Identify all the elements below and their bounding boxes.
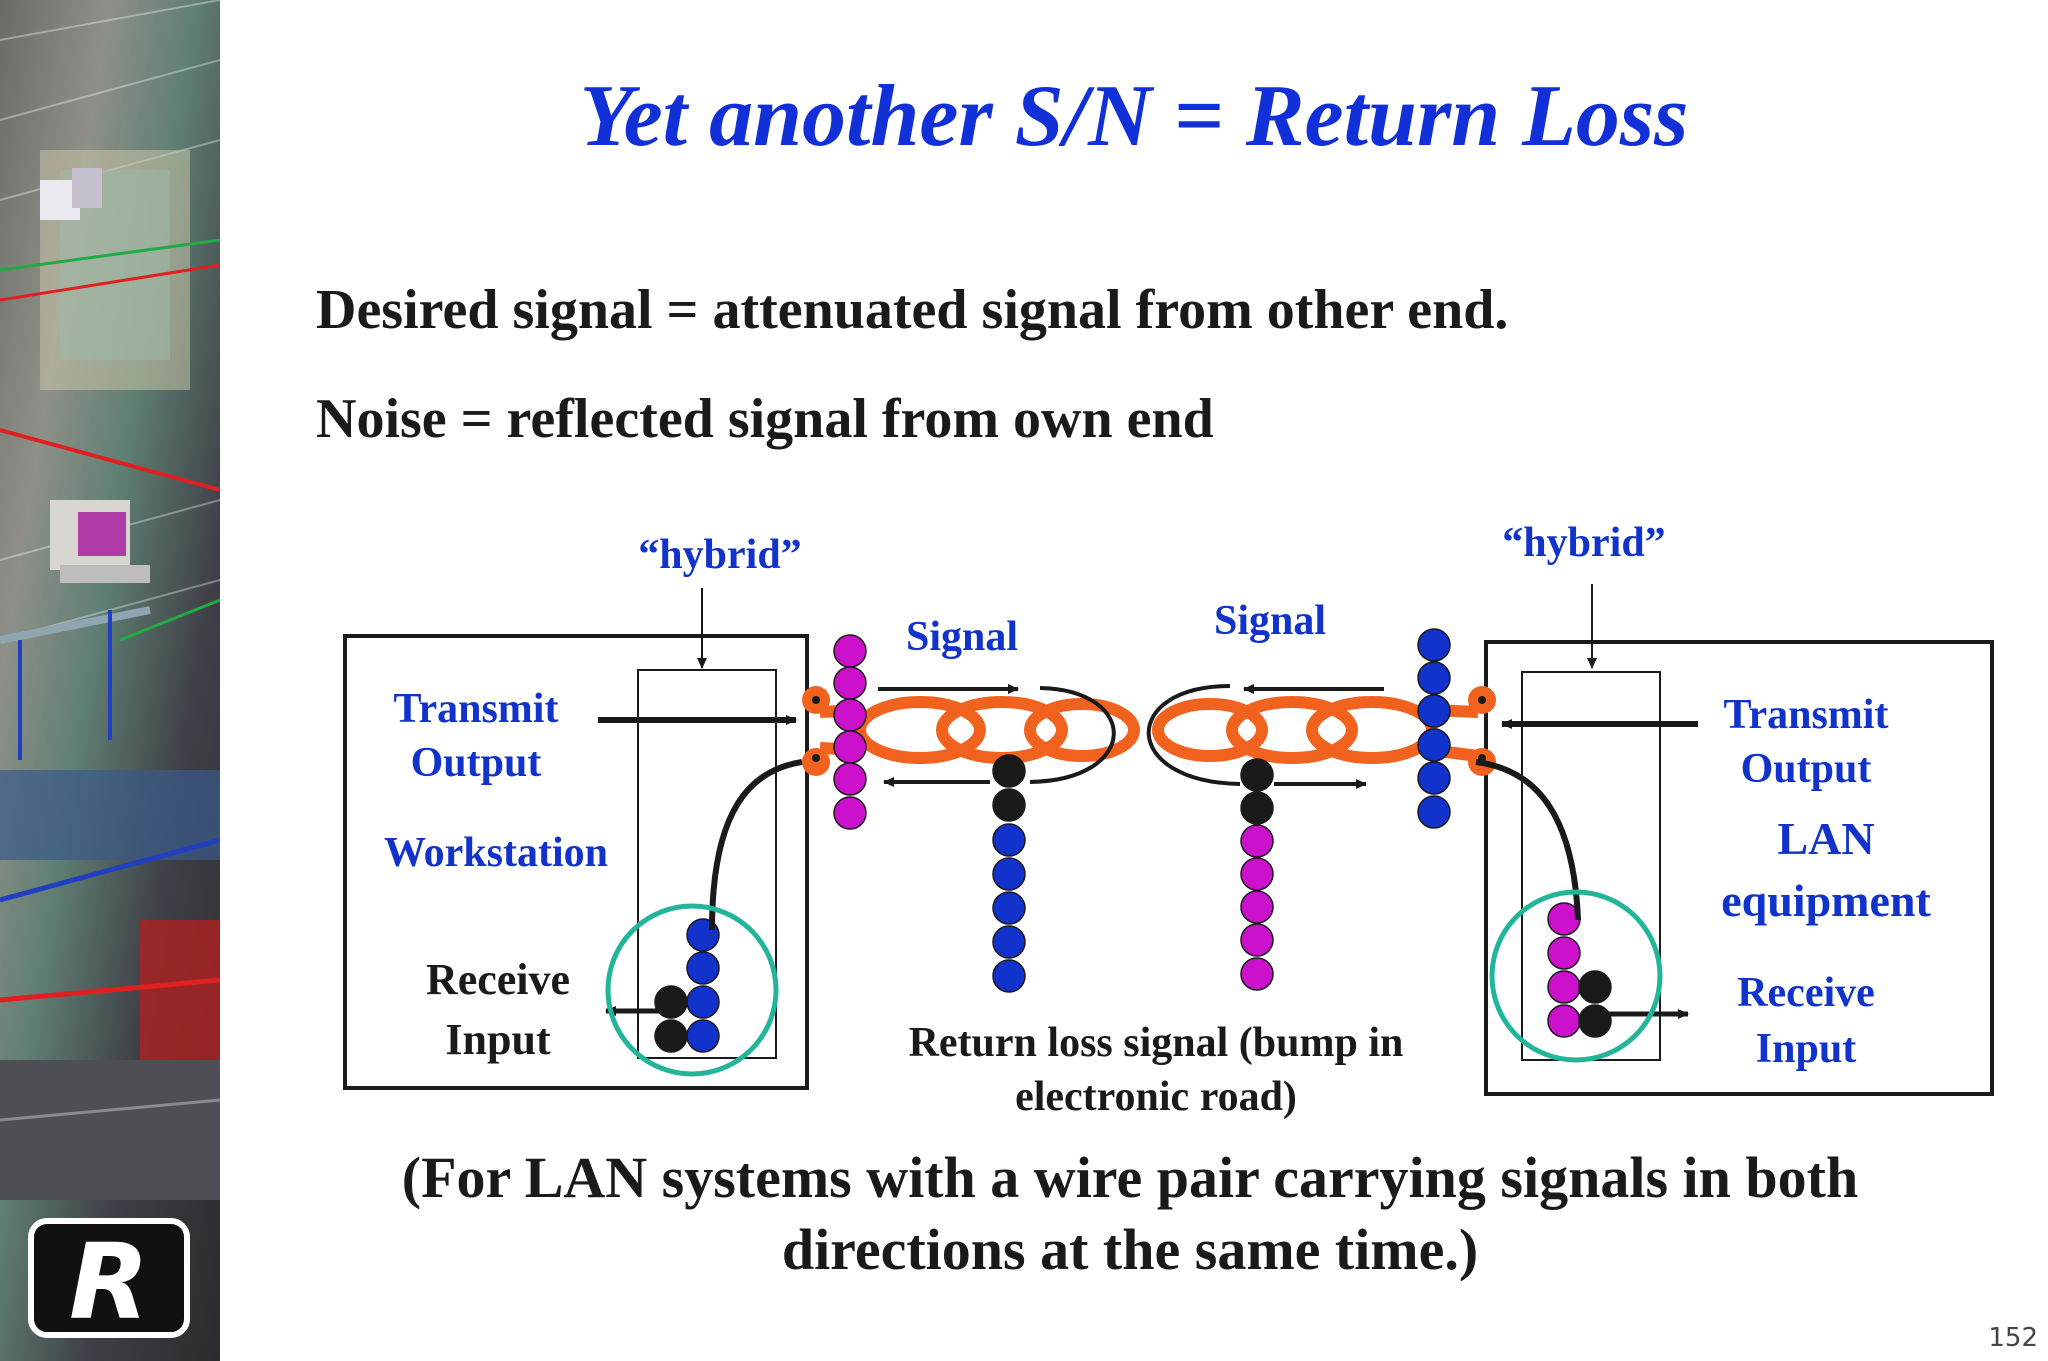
r-logo: R xyxy=(28,1218,190,1338)
left-hybrid-box xyxy=(637,669,777,1059)
office-network-image xyxy=(0,0,220,1361)
right-receive-label: Receive xyxy=(1737,970,1875,1016)
return-loss-label-line1: Return loss signal (bump in xyxy=(909,1020,1404,1066)
workstation-label: Workstation xyxy=(384,830,608,876)
left-bump-curve xyxy=(1029,686,1116,784)
lan-equipment-box xyxy=(1484,640,1994,1096)
right-transmit-dots xyxy=(1417,628,1451,829)
slide-title: Yet another S/N = Return Loss xyxy=(579,68,1689,165)
left-receive-label: Receive xyxy=(426,955,570,1004)
right-receive-highlight xyxy=(1489,889,1663,1063)
right-input-label: Input xyxy=(1756,1026,1856,1072)
footnote-line2: directions at the same time.) xyxy=(781,1217,1479,1282)
footnote: (For LAN systems with a wire pair carryi… xyxy=(280,1142,1980,1286)
desired-signal-text: Desired signal = attenuated signal from … xyxy=(316,279,1509,341)
right-bump-curve xyxy=(1146,684,1241,786)
left-hybrid-curve xyxy=(709,759,803,931)
lan-label: LAN xyxy=(1777,813,1874,864)
right-hybrid-curve xyxy=(1475,759,1581,921)
footnote-line1: (For LAN systems with a wire pair carryi… xyxy=(401,1145,1859,1210)
left-hybrid-label: “hybrid” xyxy=(638,532,801,578)
return-loss-label-line2: electronic road) xyxy=(1015,1074,1297,1120)
left-receive-dots xyxy=(654,918,720,1053)
left-transmit-dots xyxy=(833,634,867,830)
left-return-loss-dots xyxy=(992,754,1026,993)
right-return-loss-dots xyxy=(1240,758,1274,991)
logo-text: R xyxy=(69,1221,149,1338)
workstation-box xyxy=(343,634,809,1090)
left-input-label: Input xyxy=(445,1015,551,1064)
signal-label-left: Signal xyxy=(906,614,1018,660)
left-receive-highlight xyxy=(605,903,779,1077)
left-output-label: Output xyxy=(411,740,542,786)
right-hybrid-label: “hybrid” xyxy=(1502,520,1665,566)
signal-label-right: Signal xyxy=(1214,598,1326,644)
left-transmit-label: Transmit xyxy=(394,686,559,732)
noise-text: Noise = reflected signal from own end xyxy=(316,388,1214,450)
page-number: 152 xyxy=(1988,1323,2038,1353)
equipment-label: equipment xyxy=(1721,875,1931,926)
right-receive-dots xyxy=(1547,902,1612,1038)
sidebar-illustration: R xyxy=(0,0,220,1361)
right-output-label: Output xyxy=(1741,746,1872,792)
right-transmit-label: Transmit xyxy=(1724,692,1889,738)
